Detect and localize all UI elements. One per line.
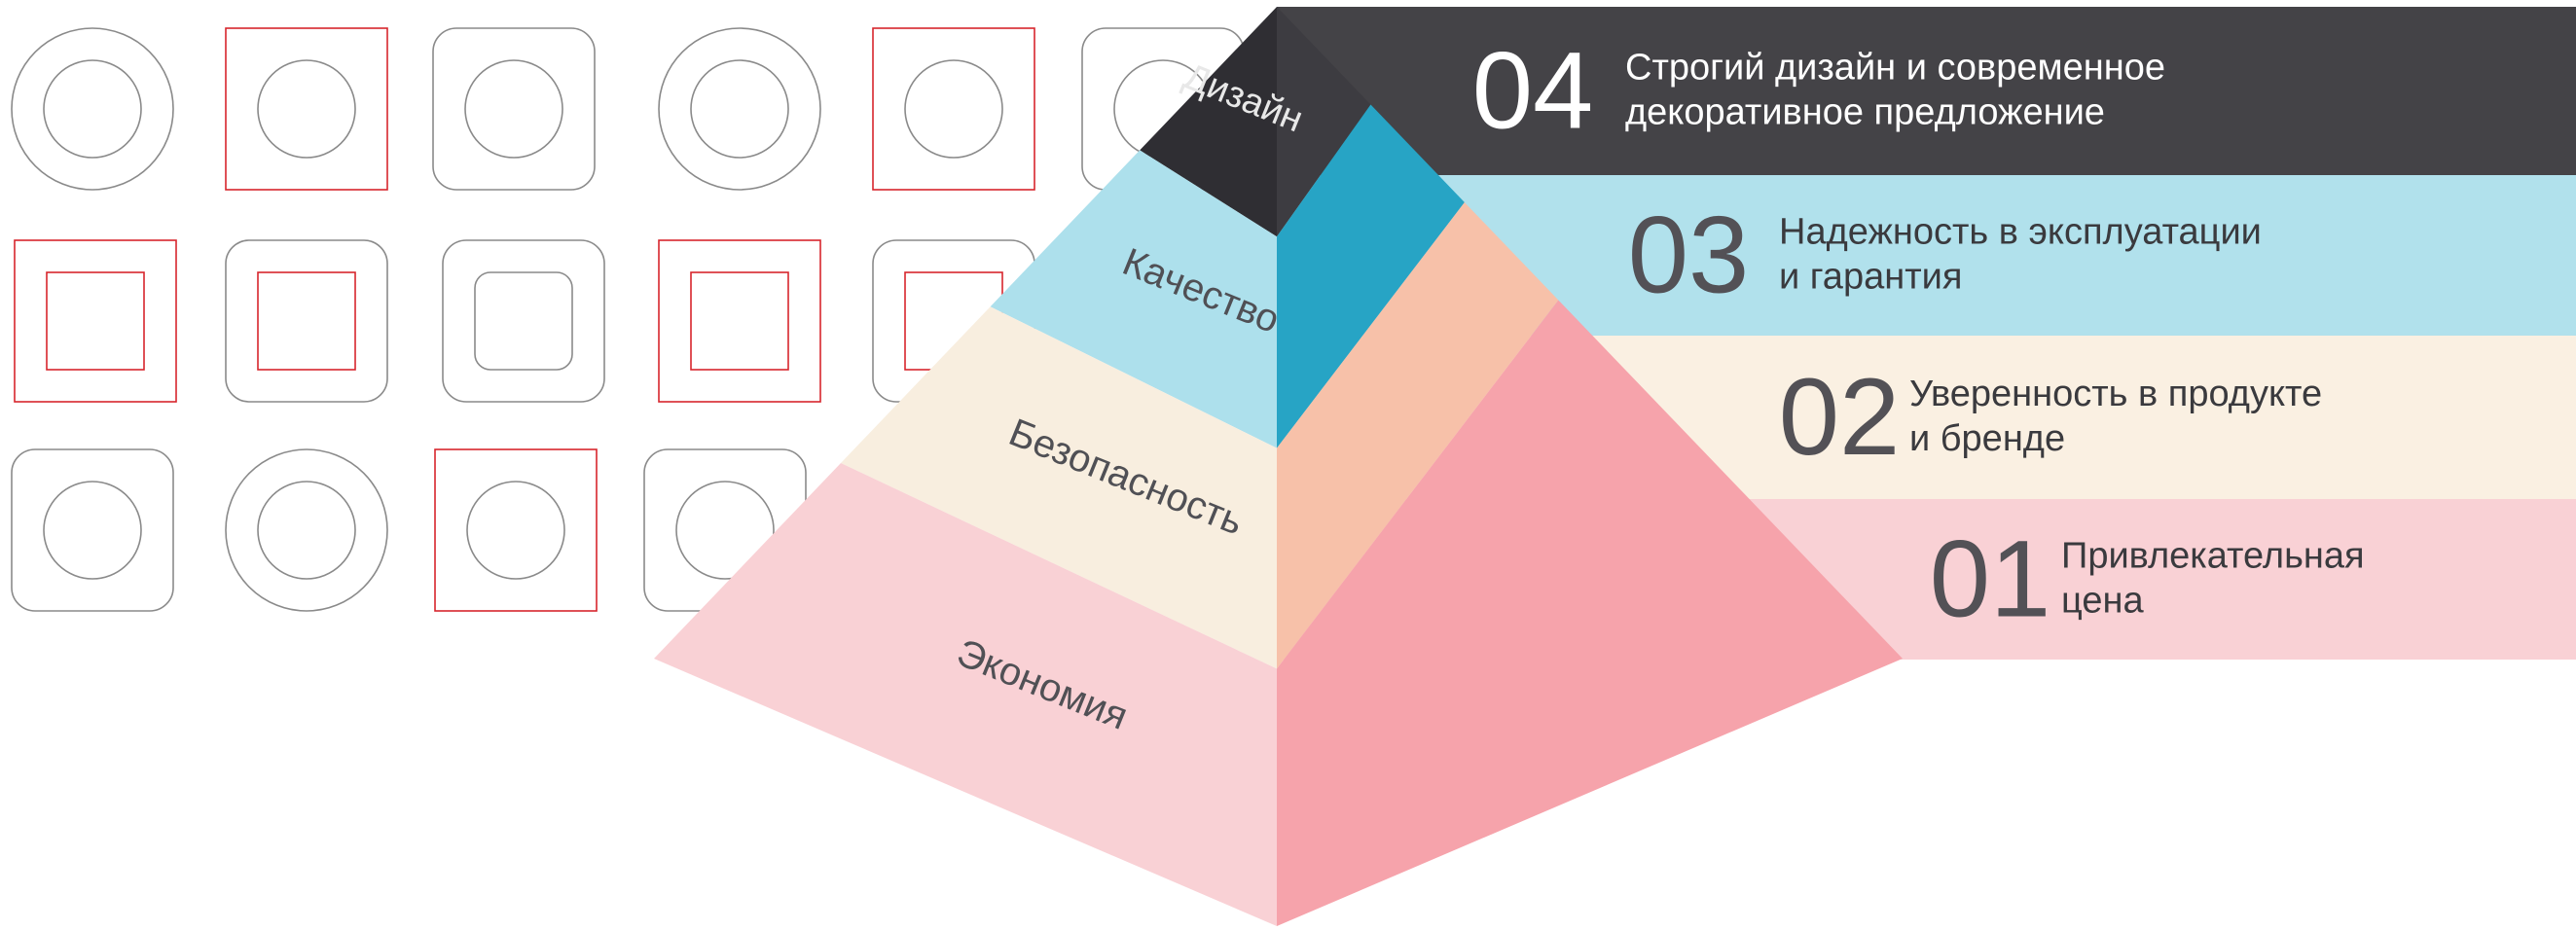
pattern-tile-circle-in-circle — [225, 448, 388, 612]
band-design — [1277, 7, 2576, 175]
level-description-line-design: декоративное предложение — [1625, 92, 2105, 133]
pattern-tile-circle-in-rounded-square — [432, 27, 596, 191]
level-description-line-safety: и бренде — [1909, 418, 2065, 459]
level-number-design: 04 — [1472, 30, 1594, 152]
pattern-tile-circle-in-circle — [658, 27, 821, 191]
pattern-tile-circle-in-rounded-square — [11, 448, 174, 612]
pyramid-right-face-design — [1277, 7, 1371, 237]
level-descriptions: 04 Строгий дизайн и современноедекоративн… — [1472, 30, 2365, 640]
level-description-line-quality: и гарантия — [1779, 257, 1962, 298]
pyramid-right-face-quality — [1277, 104, 1465, 448]
pattern-tile-circle-in-red-square — [225, 27, 388, 191]
pyramid-right-face-economy — [1277, 300, 1903, 926]
level-number-safety: 02 — [1779, 356, 1901, 478]
level-description-line-economy: цена — [2061, 581, 2144, 622]
pattern-tile-square-in-red-square — [658, 239, 821, 403]
pyramid-left-face-economy — [654, 463, 1277, 926]
pattern-tile-square-in-red-square — [14, 239, 177, 403]
pyramid-left-face-safety — [841, 306, 1277, 669]
pattern-tile-rounded-square-in-rounded-square — [442, 239, 605, 403]
level-description-line-quality: Надежность в эксплуатации — [1779, 212, 2262, 253]
pyramid-left-face-quality — [990, 150, 1277, 448]
pattern-tile-square-in-rounded-square — [225, 239, 388, 403]
level-description-line-safety: Уверенность в продукте — [1909, 374, 2322, 414]
pattern-tile-circle-in-red-square — [872, 27, 1035, 191]
pyramid-right-face-safety — [1277, 202, 1559, 669]
pattern-tile-circle-in-red-square — [434, 448, 598, 612]
pyramid-left-face-design — [1140, 7, 1277, 237]
level-number-quality: 03 — [1628, 195, 1750, 316]
level-description-line-economy: Привлекательная — [2061, 536, 2365, 577]
level-number-economy: 01 — [1930, 519, 2051, 640]
pattern-tile-circle-in-circle — [11, 27, 174, 191]
level-description-line-design: Строгий дизайн и современное — [1625, 48, 2165, 89]
